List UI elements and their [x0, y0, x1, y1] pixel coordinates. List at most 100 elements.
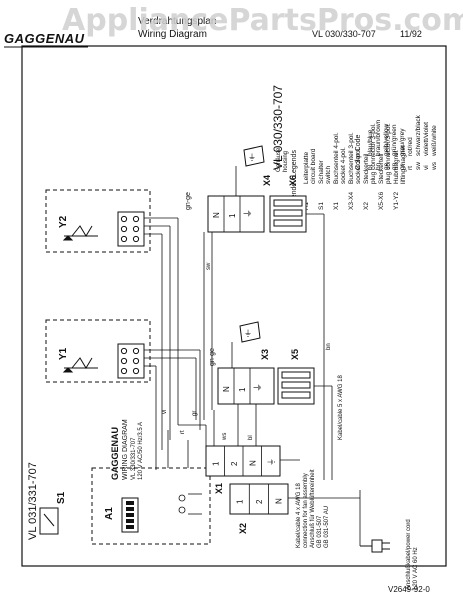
y1-enclosure: [45, 319, 151, 383]
terminal-number: 1: [236, 499, 245, 504]
cable-assembly-note: Kabel/cable 4 x AWG 18connection for fan…: [296, 469, 330, 548]
legend-code: Y1-Y2: [393, 192, 400, 210]
color-code-value: grün/green: [391, 124, 398, 156]
color-code-key: vi: [423, 165, 430, 170]
legend-text: Steckerteil: [363, 153, 370, 184]
block-model: VL 330/331-707: [131, 437, 137, 480]
y2-label: Y2: [58, 215, 69, 228]
housing-top-line-2: housing: [283, 151, 289, 172]
wire-label-gr: gr: [192, 411, 198, 416]
terminal-screw: [120, 367, 128, 375]
terminal-screw: [132, 235, 140, 243]
x4-label: X4: [262, 175, 272, 186]
y2-enclosure: [45, 189, 151, 253]
legend-text: Buchsenteil 4-pol.: [333, 132, 340, 184]
terminal-screw: [132, 347, 140, 355]
terminal-screw: [132, 367, 140, 375]
header-date: 11/92: [400, 29, 422, 39]
color-code-title: Color Code: [355, 134, 362, 170]
x1-label: X1: [214, 483, 224, 494]
model-label-bottom: VL 031/331-707: [27, 462, 39, 540]
color-code-items: blblau/bluebnbraun/browngegelb/yellowgng…: [367, 114, 438, 171]
plug-pin: [281, 381, 311, 389]
legend-items: A1Leiterplattecircuit boardS1Schalterswi…: [303, 123, 407, 210]
color-code-value: blau/blue: [367, 129, 374, 156]
color-code-value: braun/brown: [375, 119, 382, 156]
terminal-number: N: [274, 498, 283, 504]
y1-label: Y1: [58, 347, 69, 360]
a1-enclosure: [91, 467, 211, 545]
block-rating: 120 V AC/50 Hz/3.5 A: [138, 422, 144, 480]
cable-assembly-text: Kabel/cable 4 x AWG 18connection for fan…: [296, 469, 330, 548]
color-code-key: gn: [391, 162, 398, 170]
y1-coil: [62, 357, 98, 373]
plug-pin: [273, 199, 303, 207]
x4-term-1: 1: [228, 213, 237, 218]
y1-terminal-block: [117, 343, 145, 379]
header-title-en: Wiring Diagram: [138, 29, 207, 40]
wire-label-gnge-bottom: gn-ge: [209, 348, 216, 366]
terminal-number: 2: [230, 461, 239, 466]
color-code: Color Code blblau/bluebnbraun/browngegel…: [355, 114, 438, 171]
legend-text: Steckerteil: [378, 153, 385, 184]
legend-code: X1: [333, 202, 340, 210]
legend-text: lifting magnet: [400, 145, 407, 184]
svg-text:⏚: ⏚: [244, 329, 252, 338]
x2-label: X2: [238, 523, 248, 534]
power-cord-plug: [360, 539, 390, 553]
terminal-screw: [120, 215, 128, 223]
watermark: AppliancePartsPros.com: [62, 3, 463, 38]
plug-pin: [273, 219, 303, 227]
x2-connector: 1 2 N: [229, 483, 289, 515]
block-brand: GAGGENAU: [110, 427, 120, 480]
wires-x4-x6: [203, 213, 333, 480]
legend-text: Buchsenteil 3-pol.: [348, 132, 355, 184]
x3-label: X3: [260, 349, 270, 360]
header-pin: [126, 519, 134, 523]
housing-label-top: Gehäuse housing: [276, 146, 289, 172]
power-cord-text: Anschlußkabel/power cord120 V AC 60 Hz: [406, 519, 419, 590]
plug-pin: [273, 209, 303, 217]
color-code-key: bl: [367, 164, 374, 170]
legend-code: X2: [363, 202, 370, 210]
a1-relay: [178, 493, 202, 515]
legend-text: plug connector 3-pol.: [370, 123, 377, 184]
wire-label-rt: rt: [180, 430, 186, 434]
kabel-label: Kabel/cable 5 x AWG 18: [338, 375, 344, 440]
terminal-number: 2: [255, 499, 264, 504]
footer-drawing-no: V2649-92-0: [388, 585, 430, 594]
legend-text: socket 3-pol.: [355, 147, 362, 184]
header-pin: [126, 513, 134, 517]
power-cord-note: Anschlußkabel/power cord120 V AC 60 Hz: [406, 519, 419, 590]
x5-connector: [277, 367, 315, 405]
model-label-top: VL 030/330-707: [271, 85, 285, 170]
legend-code: X5-X6: [378, 192, 385, 210]
wires-main: [167, 404, 361, 546]
x4-term-n: N: [212, 212, 221, 218]
svg-text:⏚: ⏚: [248, 153, 256, 162]
block-title: GAGGENAU WIRING DIAGRAM VL 330/331-707 1…: [110, 419, 144, 480]
wires-y: [144, 217, 201, 470]
legend-text: Schalter: [318, 159, 325, 184]
x3-connector: N 1 ⏚: [217, 367, 275, 405]
plug-pin: [281, 371, 311, 379]
color-code-value: gelb/yellow: [383, 124, 390, 156]
s1-label: S1: [56, 491, 67, 504]
terminal-screw: [120, 235, 128, 243]
terminal-screw: [120, 225, 128, 233]
header-title-de: Verdrahtungsplan: [138, 16, 216, 27]
x6-connector: [269, 195, 307, 233]
x3-term-1: 1: [238, 387, 247, 392]
color-code-key: ws: [431, 161, 438, 171]
header-pin: [126, 525, 134, 529]
y2-coil: [62, 225, 98, 241]
wire-label-sw: sw: [206, 262, 212, 270]
color-code-key: rt: [407, 166, 414, 170]
color-code-key: ge: [383, 162, 390, 170]
color-code-value: grau/grey: [399, 128, 406, 156]
legend-text: plug connector 3-pol.: [385, 123, 392, 184]
x6-label: X6: [288, 175, 298, 186]
terminal-screw: [132, 225, 140, 233]
